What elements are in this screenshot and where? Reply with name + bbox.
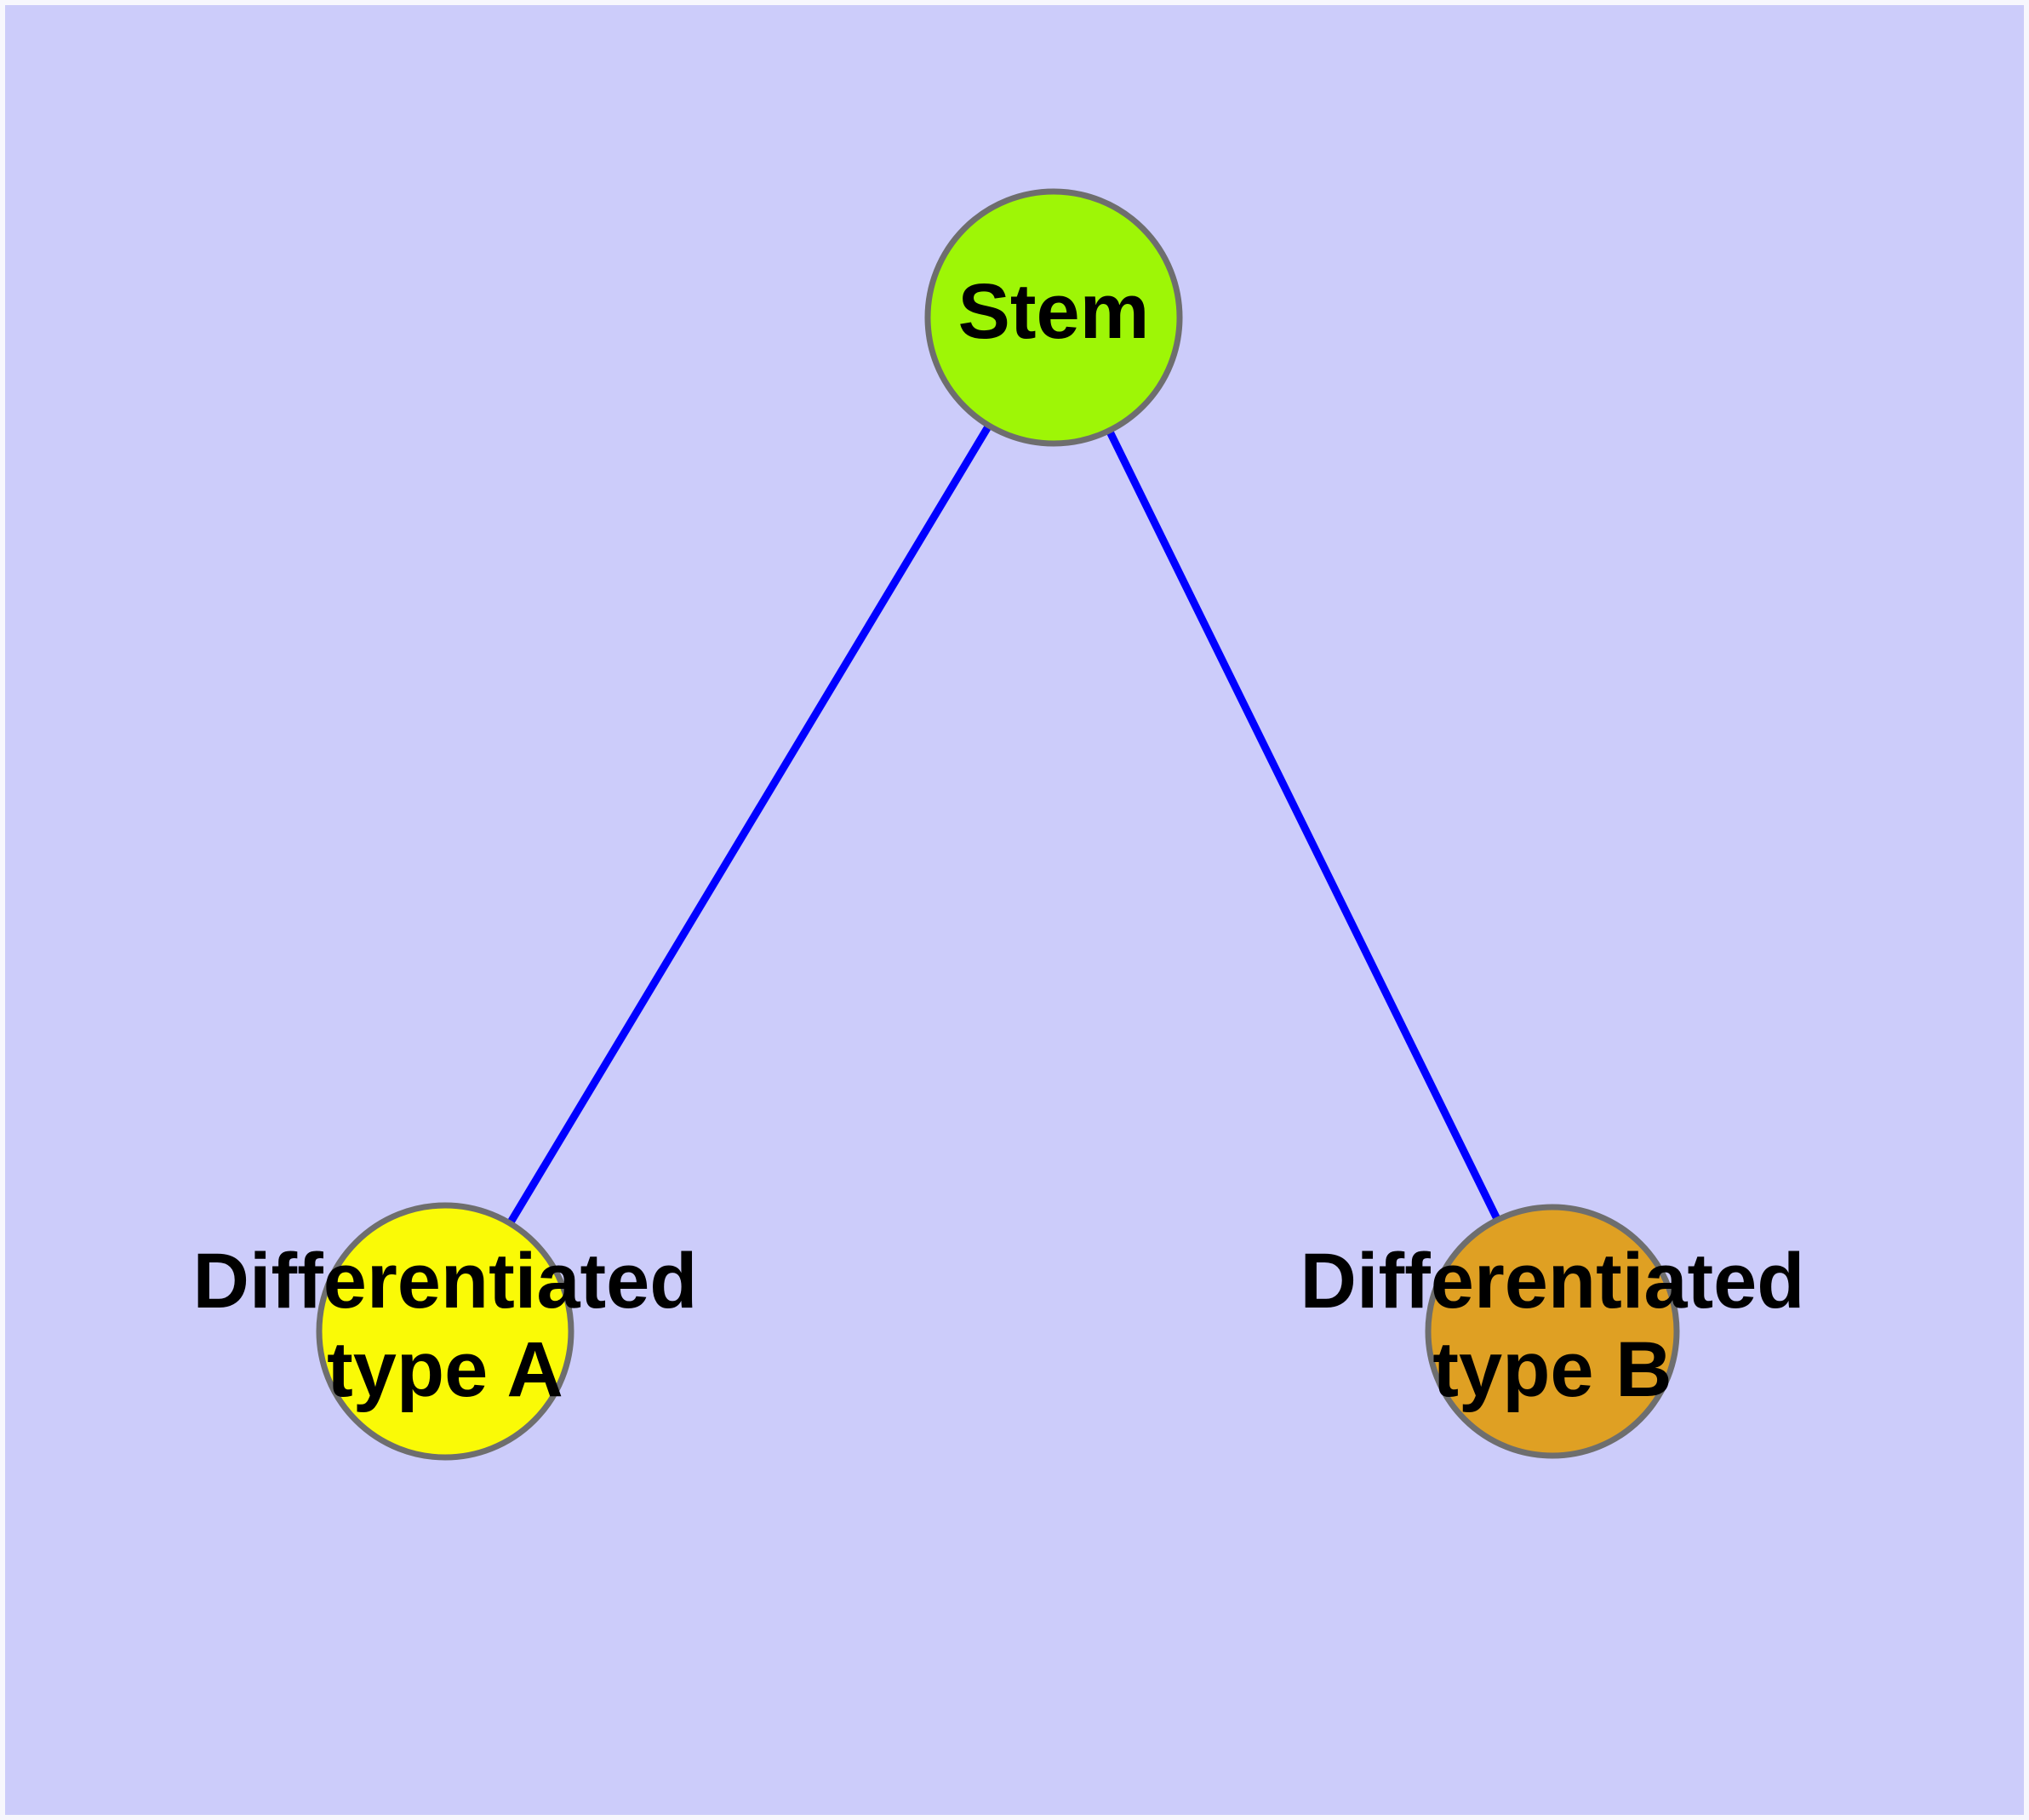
label-line: Differentiated (193, 1238, 698, 1325)
label-line: type A (327, 1326, 563, 1413)
label-line: type B (1432, 1326, 1672, 1413)
graph-node-label-stem: Stem (958, 268, 1150, 355)
nodes-layer (316, 188, 1680, 1461)
graph-edge-stem-to-b[interactable] (1104, 426, 1503, 1225)
label-line: Differentiated (1300, 1238, 1805, 1325)
label-line: Stem (958, 268, 1150, 355)
graph-node-diff_b[interactable] (1425, 1204, 1680, 1459)
graph-node-diff_a[interactable] (316, 1202, 574, 1461)
graph-node-stem[interactable] (924, 188, 1183, 447)
edges-layer (505, 421, 1503, 1228)
graph-edge-stem-to-a[interactable] (505, 421, 994, 1228)
